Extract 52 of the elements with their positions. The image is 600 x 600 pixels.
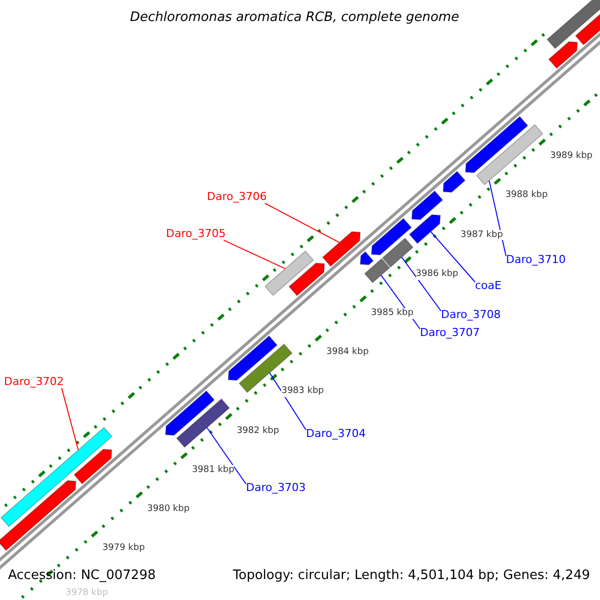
gene-label: Daro_3704 [306,427,366,440]
scale-label: 3982 kbp [236,426,280,436]
gene-label: Daro_3708 [441,308,501,322]
scale-label: 3978 kbp [66,588,108,599]
leader-line [269,372,306,430]
gene-bar [476,124,544,186]
gene-block [228,335,278,381]
genome-summary-text: Topology: circular; Length: 4,501,104 bp; Genes: 4,249 [232,568,590,584]
scale-label: 3985 kbp [371,308,414,319]
gene-block [548,41,578,69]
scale-label: 3979 kbp [102,543,145,554]
gene-bar [382,238,414,268]
scale-label: 3989 kbp [550,151,592,162]
map-title: Dechloromonas aromatica RCB, complete genome [130,10,460,26]
scale-label: 3987 kbp [460,230,503,240]
gene-block [411,190,444,220]
gene-block [322,231,361,267]
scale-label: 3983 kbp [281,386,324,398]
gene-label: Daro_3706 [207,190,267,204]
scale-label: 3981 kbp [192,464,234,476]
gene-label: coaE [475,279,502,292]
gene-label: Daro_3705 [166,227,226,240]
scale-label: 3986 kbp [416,268,458,280]
leader-line [430,231,476,282]
scale-label: 3980 kbp [147,504,190,515]
leader-line [61,388,79,450]
scale-label: 3984 kbp [326,347,369,358]
scale-label: 3988 kbp [505,190,548,202]
gene-block [288,262,325,296]
accession-text: Accession: NC_007298 [8,568,156,584]
gene-block [360,251,374,266]
gene-label: Daro_3707 [420,326,480,340]
gene-label: Daro_3703 [246,481,306,494]
gene-bar [364,258,390,284]
gene-bar [546,0,600,50]
gene-block [370,218,412,256]
leader-line [488,180,506,256]
gene-block [0,480,76,552]
gene-block [74,448,112,484]
leader-line [223,240,286,270]
gene-label: Daro_3710 [506,253,566,266]
gene-bar [0,426,113,528]
gene-block [408,214,441,244]
leader-line [264,202,340,244]
gene-block [442,170,466,193]
leader-line [401,256,442,312]
gene-bar [264,250,314,296]
leader-line [206,427,246,484]
gene-block [464,116,528,174]
gene-label: Daro_3702 [4,375,64,388]
gene-block [165,390,215,436]
gene-bar [176,398,230,448]
